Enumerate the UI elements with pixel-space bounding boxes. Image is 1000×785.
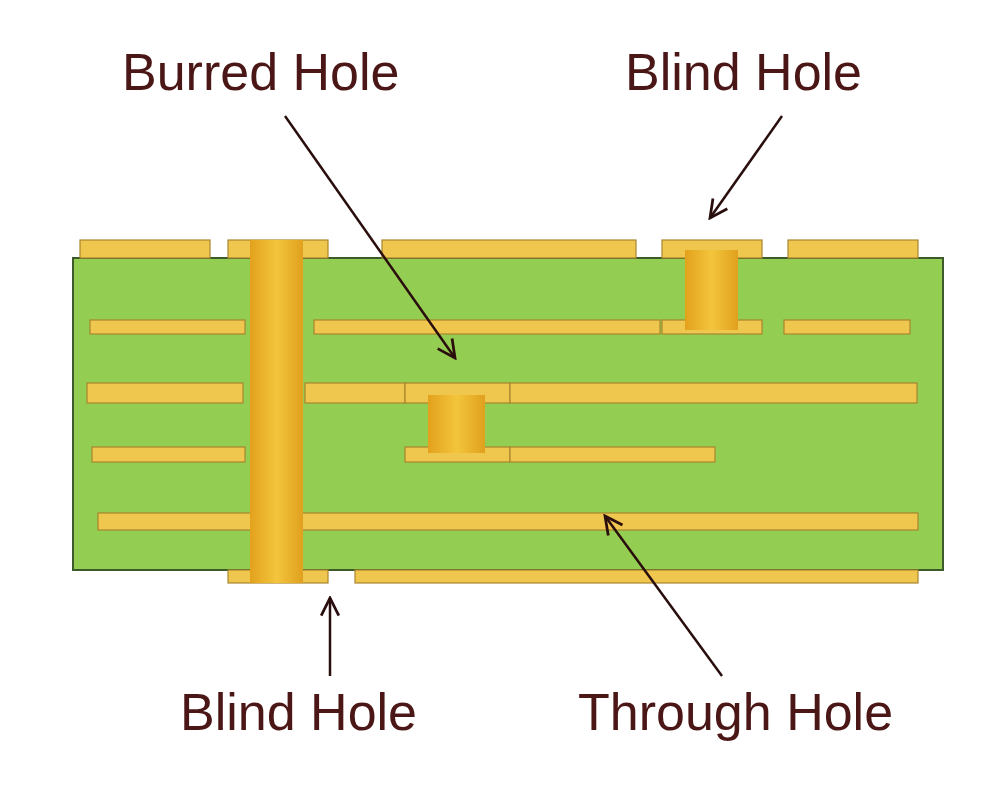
copper-layer [510, 447, 715, 462]
copper-layer [784, 320, 910, 334]
part-label: Burred Hole [122, 44, 399, 101]
copper-layer [314, 320, 660, 334]
leader-arrow [329, 598, 332, 676]
pcb-substrate [73, 258, 943, 570]
leader-arrow [605, 516, 722, 676]
copper-layer [382, 240, 636, 258]
part-label: Blind Hole [180, 684, 417, 741]
copper-layer [305, 383, 405, 403]
copper-layer [90, 320, 245, 334]
leader-arrow [285, 116, 455, 358]
copper-layer [788, 240, 918, 258]
part-label: Through Hole [578, 684, 893, 741]
copper-layer [80, 240, 210, 258]
copper-layer [355, 570, 918, 583]
copper-layer [510, 383, 917, 403]
copper-layer [98, 513, 918, 530]
copper-layer [87, 383, 243, 403]
copper-layer [92, 447, 245, 462]
plated-via [250, 240, 303, 583]
part-label: Blind Hole [625, 44, 862, 101]
plated-via [428, 395, 485, 453]
plated-via [685, 250, 738, 330]
leader-arrow [710, 116, 782, 218]
